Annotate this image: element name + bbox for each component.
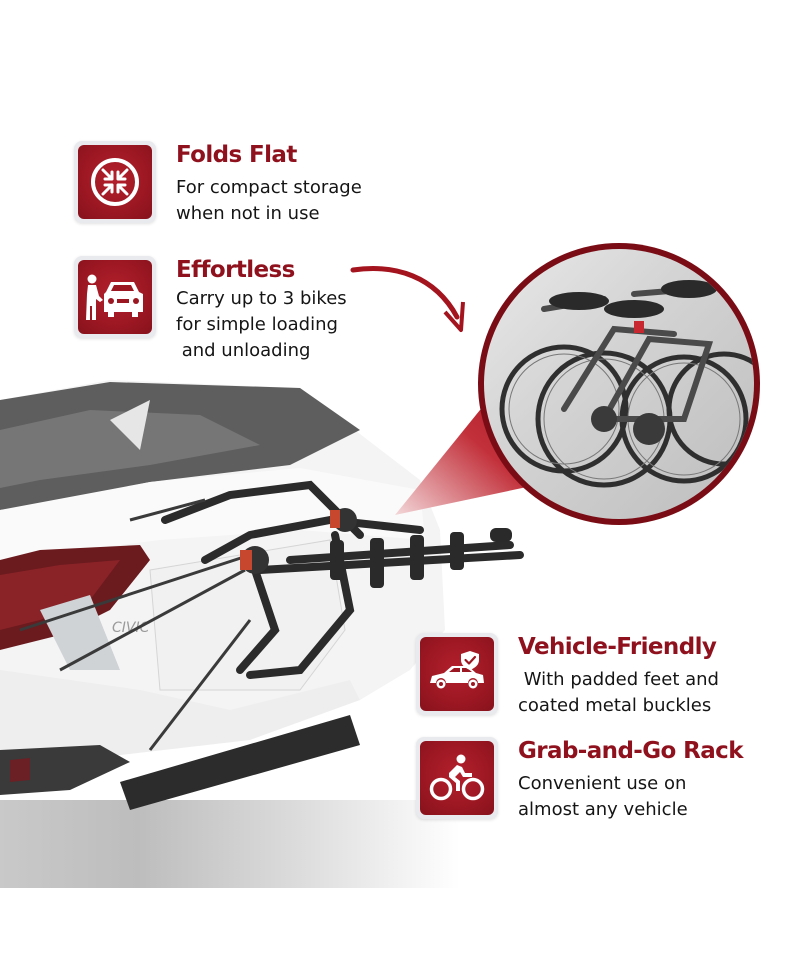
icon-frame <box>416 737 498 819</box>
feature-description: For compact storage when not in use <box>176 177 362 224</box>
civic-badge: CIVIC <box>112 620 150 636</box>
feature-title: Effortless <box>176 257 295 283</box>
feature-description: With padded feet and coated metal buckle… <box>518 669 719 716</box>
feature-description: Convenient use on almost any vehicle <box>518 773 688 820</box>
curved-arrow-icon <box>350 266 465 332</box>
icon-frame <box>74 256 156 338</box>
icon-frame <box>416 633 498 715</box>
icon-frame <box>74 141 156 223</box>
feature-folds-flat: Folds Flat For compact storage when not … <box>74 141 362 227</box>
feature-effortless: Effortless Carry up to 3 bikes for simpl… <box>74 256 347 364</box>
person-loading-car-icon <box>86 274 143 320</box>
bikes-illustration <box>499 280 754 488</box>
feature-grab-and-go: Grab-and-Go Rack Convenient use on almos… <box>416 737 744 823</box>
compress-arrows-icon <box>91 158 139 206</box>
floor-shadow <box>0 800 460 888</box>
car-shield-icon <box>430 651 484 689</box>
zoom-inset-bikes <box>478 243 760 525</box>
cyclist-icon <box>429 754 485 801</box>
feature-description: Carry up to 3 bikes for simple loading a… <box>176 288 347 361</box>
feature-title: Vehicle-Friendly <box>518 634 717 660</box>
feature-title: Grab-and-Go Rack <box>518 738 744 764</box>
feature-vehicle-friendly: Vehicle-Friendly With padded feet and co… <box>416 633 719 719</box>
feature-title: Folds Flat <box>176 142 297 168</box>
